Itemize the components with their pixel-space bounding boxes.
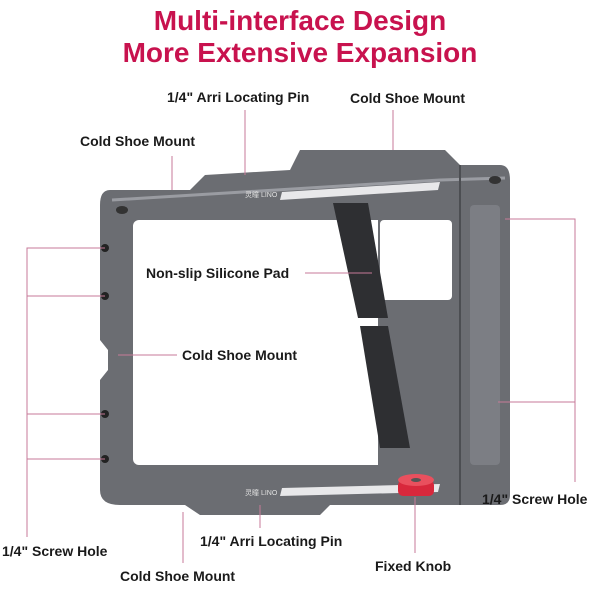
callout-cold-shoe-bottom: Cold Shoe Mount — [120, 568, 236, 584]
brand-logo-bottom: 灵瞳 LINO — [245, 488, 278, 497]
callout-cold-shoe-top-right: Cold Shoe Mount — [350, 90, 466, 106]
camera-cage-illustration: 灵瞳 LINO 灵瞳 LINO — [100, 150, 510, 515]
callout-cold-shoe-top-left: Cold Shoe Mount — [80, 133, 196, 149]
headline-line-1: Multi-interface Design — [153, 5, 447, 36]
callout-arri-pin-bottom: 1/4" Arri Locating Pin — [200, 533, 343, 549]
leader-lines — [26, 110, 576, 563]
silicone-pad-upper — [333, 203, 388, 318]
brand-logo-top: 灵瞳 LINO — [245, 190, 278, 199]
callout-screw-hole-right: 1/4" Screw Hole — [482, 491, 588, 507]
decor-stripe-top — [280, 182, 440, 200]
fixed-knob-illustration — [398, 474, 434, 496]
callout-screw-hole-left: 1/4" Screw Hole — [2, 543, 108, 559]
callout-cold-shoe-side: Cold Shoe Mount — [182, 347, 298, 363]
callout-silicone-pad: Non-slip Silicone Pad — [146, 265, 290, 281]
silicone-pad-lower — [360, 326, 410, 448]
callout-fixed-knob: Fixed Knob — [375, 558, 452, 574]
headline-line-2: More Extensive Expansion — [122, 37, 478, 68]
callout-arri-pin-top: 1/4" Arri Locating Pin — [167, 89, 310, 105]
